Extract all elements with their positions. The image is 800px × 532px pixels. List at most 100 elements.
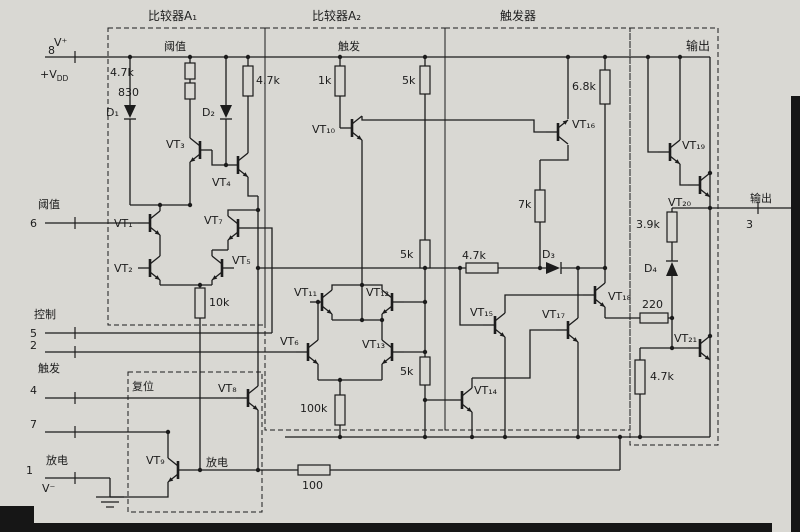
scan-edge-bottom (0, 523, 772, 532)
junction-dot (223, 162, 229, 168)
pin-7-number: 7 (30, 418, 37, 431)
junction-dot (197, 282, 203, 288)
pin-2-number: 2 (30, 339, 37, 352)
pin-6-number: 6 (30, 217, 37, 230)
transistor-vt17-label: VT₁₇ (542, 308, 565, 321)
resistor-3k9 (666, 211, 678, 243)
junction-dot (379, 317, 385, 323)
junction-dot (575, 265, 581, 271)
resistor-4k7-b (242, 65, 254, 97)
junction-dot (315, 299, 321, 305)
labels: 比较器A₁ 比较器A₂ 触发器 输出 阈值 触发 V⁺ 8 +VDD 阈值 6 … (26, 8, 772, 495)
section-boxes (107, 27, 719, 513)
resistor-830-label: 830 (118, 86, 139, 99)
resistor-4k7-a-label: 4.7k (110, 66, 134, 79)
section-title-flipflop: 触发器 (500, 8, 536, 23)
transistor-vt6 (294, 338, 320, 366)
transistor-vt12-label: VT₁₂ (366, 286, 389, 299)
ground-icon (96, 496, 124, 508)
transistor-vt9-label: VT₉ (146, 454, 165, 467)
resistor-3k9-label: 3.9k (636, 218, 660, 231)
junction-dot (707, 170, 713, 176)
pin-ticks (74, 51, 759, 484)
inner-title-threshold: 阈值 (164, 39, 186, 53)
pin-8-number: 8 (48, 44, 55, 57)
transistor-vt7-label: VT₇ (204, 214, 223, 227)
junction-dot (707, 333, 713, 339)
transistor-vt5 (210, 254, 236, 282)
pin-5-number: 5 (30, 327, 37, 340)
symbol-shape (220, 105, 232, 118)
wire (679, 164, 688, 186)
pin-1-number: 1 (26, 464, 33, 477)
junction-dot (245, 54, 251, 60)
wire (331, 284, 362, 290)
diode-d3 (546, 262, 562, 274)
transistor-vt1 (136, 209, 162, 237)
junction-dot (422, 349, 428, 355)
wires (45, 56, 795, 498)
junction-dot (359, 282, 365, 288)
transistor-vt20 (686, 171, 712, 199)
resistor-100k (334, 394, 346, 426)
junction-dot (157, 202, 163, 208)
reset-box-label: 复位 (132, 379, 154, 393)
pin-vdd-label: +VDD (40, 68, 69, 83)
resistor-5k-top-label: 5k (402, 74, 416, 87)
wire (247, 177, 258, 197)
output-box (629, 27, 719, 446)
pin-4-number: 4 (30, 384, 37, 397)
junction-dot (617, 434, 623, 440)
resistor-4k7-b-label: 4.7k (256, 74, 280, 87)
transistor-vt14 (448, 386, 474, 414)
wire (250, 227, 273, 333)
resistor-1k (334, 65, 346, 97)
junction-dot (669, 345, 675, 351)
diode-d1 (124, 105, 136, 120)
symbol-shape (124, 105, 136, 118)
transistor-vt7 (226, 214, 252, 242)
transistor-vt11-label: VT₁₁ (294, 286, 317, 299)
transistor-vt3-label: VT₃ (166, 138, 185, 151)
diode-d2-label: D₂ (202, 106, 215, 119)
junction-dot (469, 434, 475, 440)
pin-vplus-label: V⁺ (54, 36, 68, 49)
resistor-220-label: 220 (642, 298, 663, 311)
junction-dot (422, 54, 428, 60)
wire (211, 150, 226, 166)
diode-d4 (666, 260, 678, 276)
junction-dot (187, 202, 193, 208)
resistor-6k8 (599, 69, 611, 105)
junction-dot (422, 265, 428, 271)
junction-dot (422, 434, 428, 440)
wire (361, 116, 546, 133)
transistor-vt19 (656, 138, 682, 166)
junction-dot (602, 265, 608, 271)
transistor-vt10-label: VT₁₀ (312, 123, 336, 136)
resistor-6k8-label: 6.8k (572, 80, 596, 93)
pin-output-label: 输出 (750, 191, 772, 205)
junction-dot (223, 54, 229, 60)
scan-edge-right (791, 96, 800, 532)
transistor-vt14-label: VT₁₄ (474, 384, 498, 397)
pin-threshold-label: 阈值 (38, 197, 60, 211)
resistor-100 (297, 464, 331, 476)
junction-dot (457, 265, 463, 271)
wire (227, 209, 258, 216)
junction-dot (197, 467, 203, 473)
transistor-vt13-label: VT₁₃ (362, 338, 385, 351)
transistor-vt18 (581, 281, 607, 309)
junction-dot (707, 205, 713, 211)
vdd-sub: DD (57, 74, 69, 83)
transistor-vt2-label: VT₂ (114, 262, 133, 275)
diode-d1-label: D₁ (106, 106, 119, 119)
diode-d2 (220, 105, 232, 120)
transistor-vt10 (338, 114, 364, 142)
transistor-vt4-label: VT₄ (212, 176, 231, 189)
vdd-main: +V (40, 68, 57, 81)
resistor-4k7-out-label: 4.7k (650, 370, 674, 383)
resistor-10k-label: 10k (209, 296, 230, 309)
transistor-vt16-label: VT₁₆ (572, 118, 596, 131)
transistor-vt21-label: VT₂₁ (674, 332, 697, 345)
